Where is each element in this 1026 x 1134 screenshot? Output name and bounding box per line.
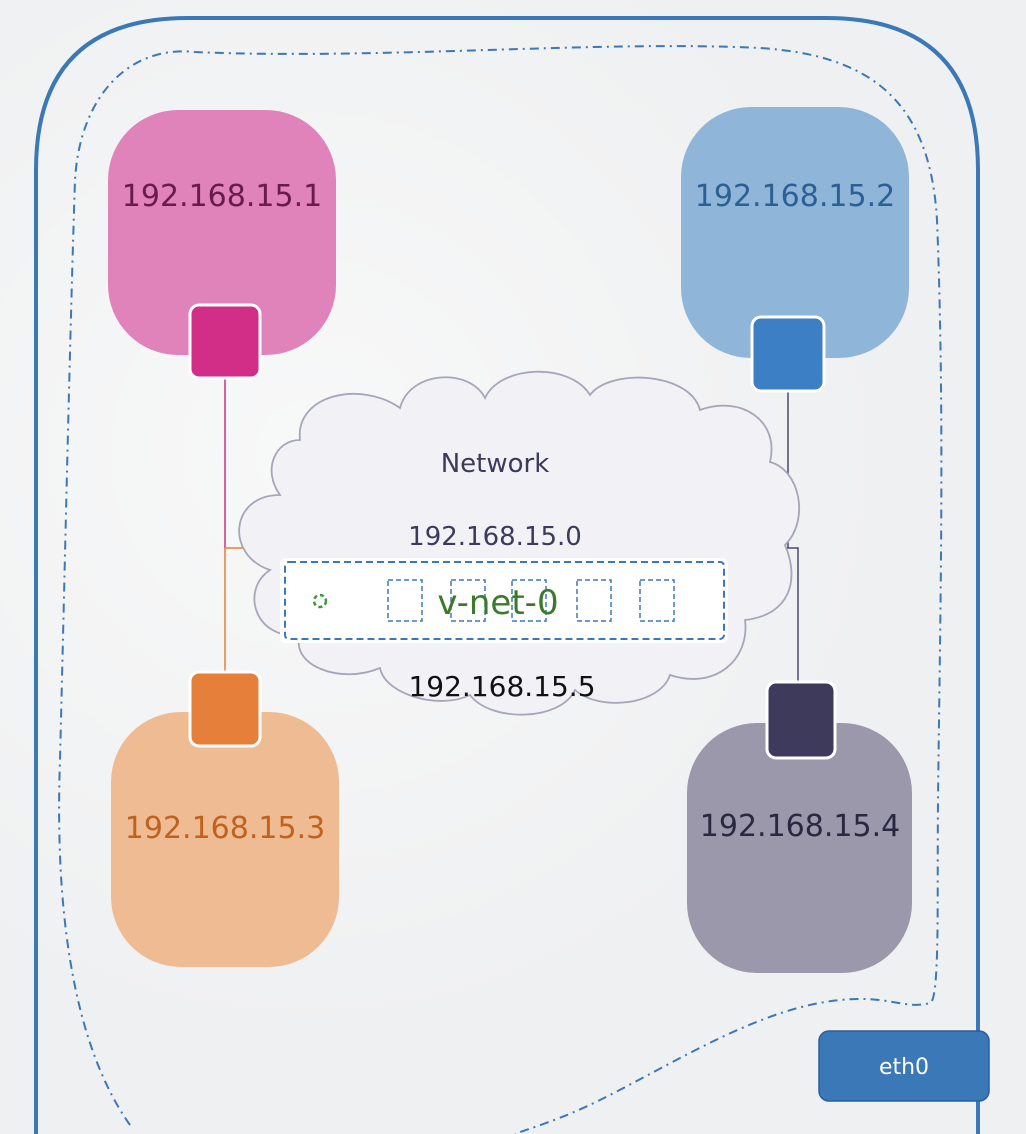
namespace-orange-ip: 192.168.15.3 bbox=[125, 811, 325, 846]
namespace-boundary bbox=[58, 45, 943, 1134]
switch-port-1 bbox=[387, 579, 423, 622]
port-red[interactable] bbox=[188, 303, 262, 380]
switch-ip: 192.168.15.5 bbox=[408, 670, 595, 703]
port-blue[interactable] bbox=[750, 315, 826, 393]
namespace-red bbox=[108, 110, 336, 355]
port-orange[interactable] bbox=[188, 670, 262, 748]
network-label: Network bbox=[441, 449, 550, 479]
namespace-blue-ip: 192.168.15.2 bbox=[695, 179, 895, 214]
namespace-purple-ip: 192.168.15.4 bbox=[700, 809, 900, 844]
eth0-label: eth0 bbox=[879, 1055, 929, 1080]
namespace-orange bbox=[111, 712, 339, 967]
namespace-purple bbox=[687, 723, 912, 973]
switch-port-4 bbox=[576, 579, 612, 622]
virtual-switch-outline bbox=[284, 561, 725, 640]
eth0-interface[interactable] bbox=[818, 1030, 990, 1102]
host-boundary bbox=[34, 16, 980, 1134]
port-purple[interactable] bbox=[765, 680, 837, 760]
namespace-red-ip: 192.168.15.1 bbox=[122, 179, 322, 214]
subnet-label: 192.168.15.0 bbox=[408, 522, 582, 552]
namespace-blue bbox=[681, 107, 909, 358]
switch-status-icon bbox=[312, 593, 328, 609]
switch-port-2 bbox=[450, 579, 486, 622]
switch-port-5 bbox=[639, 579, 675, 622]
switch-name: v-net-0 bbox=[437, 583, 558, 623]
switch-port-3 bbox=[511, 579, 547, 622]
